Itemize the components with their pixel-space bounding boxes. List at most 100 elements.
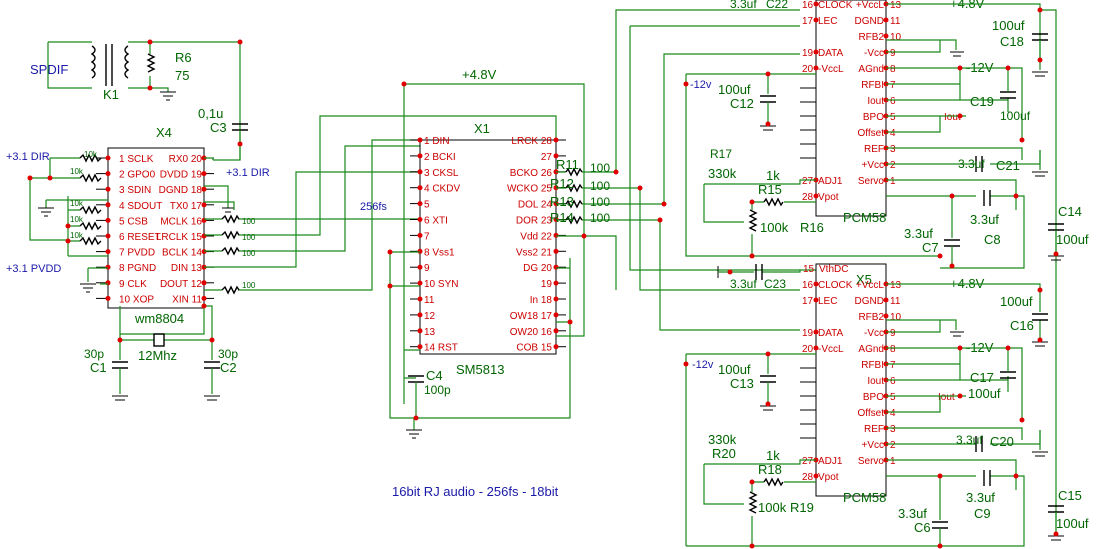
x1-pin-dot [417, 328, 423, 334]
x4-pin-dot [105, 295, 111, 301]
pcm-pin-right-label: AGnd [858, 344, 884, 355]
spdif-input: SPDIF K1 R6 75 [30, 41, 241, 160]
c18-ref: C18 [1000, 34, 1024, 49]
r6-ref: R6 [175, 50, 192, 65]
pcm-pin-right-num: 2 [890, 160, 896, 171]
x4-pin-right-label: DGND 18 [159, 185, 203, 196]
x1-pin-right-label: In 18 [530, 295, 553, 306]
x4-pin-right-label: MCLK 16 [160, 216, 202, 227]
x1-pin-dot [553, 280, 559, 286]
x1-pin-right-label: Vdd 22 [520, 231, 552, 242]
x1-pin-left-label: 5 [424, 200, 430, 211]
c23-value: 3.3uf [730, 277, 757, 291]
pcm-pin-dot [883, 297, 889, 303]
svg-text:100: 100 [590, 195, 610, 209]
svg-text:10k: 10k [70, 215, 84, 224]
pcm-pin-right-num: 5 [890, 112, 896, 123]
c23-ref: C23 [764, 277, 786, 291]
x1-pin-dot [553, 328, 559, 334]
x1-pin-dot [553, 312, 559, 318]
p31-dir-right: +3.1 DIR [226, 167, 270, 179]
m12-left-top: -12v [690, 79, 712, 91]
c6-ref: C6 [914, 520, 931, 535]
pcm-pin-left-num: 28 [802, 192, 814, 203]
pcm-pin-dot [813, 193, 819, 199]
p31-pvdd: +3.1 PVDD [6, 263, 61, 275]
pcm-pin-dot [813, 281, 819, 287]
x1-supply: +4.8V [462, 67, 497, 82]
pcm-pin-right-label: +Vcc [861, 440, 884, 451]
c13-value: 100uf [718, 362, 751, 377]
x4-pin-dot [105, 217, 111, 223]
pcm-pin-dot [883, 17, 889, 23]
pcm-pin-left-num: 28 [802, 472, 814, 483]
pcm-pin-right-num: 11 [890, 296, 901, 307]
pcm-pin-right-label: Iout [867, 376, 884, 387]
r18-ref: R18 [758, 462, 782, 477]
c4-ref: C4 [426, 368, 443, 383]
x4-pin-right-label: DVDD 19 [160, 170, 203, 181]
iout-bot: Iout [938, 392, 955, 403]
svg-text:100: 100 [590, 211, 610, 225]
r18-value: 1k [766, 448, 780, 463]
pcm58-bottom-name: PCM58 [843, 490, 886, 505]
x1-pin-right-label: OW20 16 [510, 327, 553, 338]
pcm-pin-dot [813, 17, 819, 23]
r15-value: 1k [766, 168, 780, 183]
pcm-pin-right-num: 13 [890, 0, 902, 11]
pcm-pin-left-label: LEC [818, 16, 837, 27]
k1-ref: K1 [103, 87, 119, 102]
pcm-pin-right-num: 3 [890, 144, 896, 155]
c20-value: 3.3uf [956, 433, 983, 447]
x4-pin-dot [105, 186, 111, 192]
pcm-pin-left-num: 19 [802, 48, 814, 59]
pcm-pin-left-num: 20 [802, 64, 814, 75]
pcm-pin-right-num: 7 [890, 80, 896, 91]
svg-text:100: 100 [242, 249, 256, 258]
x4-pin-left-label: 4 SDOUT [119, 201, 162, 212]
x4-pin-dot [105, 249, 111, 255]
pcm58-top-name: PCM58 [843, 210, 886, 225]
x4-left-nets: +3.1 DIR +3.1 DIR +3.1 PVDD 10k 10k 10k … [6, 115, 557, 340]
x1-pin-left-label: 12 [424, 311, 436, 322]
iout-top: Iout [944, 112, 961, 123]
pcm-pin-right-label: Iout [867, 96, 884, 107]
x1-pin-dot [417, 280, 423, 286]
pcm-pin-left-num: 27 [802, 456, 814, 467]
svg-text:100: 100 [242, 217, 256, 226]
c9-value: 3.3uf [966, 490, 995, 505]
pcm-pin-right-num: 4 [890, 128, 896, 139]
x1-pin-dot [553, 153, 559, 159]
pcm-pin-right-num: 11 [890, 16, 901, 27]
pcm-pin-left-num: 17 [802, 296, 814, 307]
pcm-pin-right-label: RFB2 [858, 32, 884, 43]
p31-dir-left: +3.1 DIR [6, 151, 50, 163]
x1-pin-right-label: DOL 24 [518, 200, 553, 211]
pcm-pin-dot [813, 329, 819, 335]
x1-pin-dot [553, 264, 559, 270]
x1-pin-dot [417, 137, 423, 143]
pcm-pin-right-num: 1 [890, 176, 896, 187]
crystal-12mhz: 12Mhz 30p C1 30p C2 [84, 333, 238, 401]
x1-pin-left-label: 9 [424, 263, 430, 274]
x4-pin-left-label: 7 PVDD [119, 248, 155, 259]
c2-value: 30p [218, 347, 238, 361]
c18-value: 100uf [992, 18, 1025, 33]
x1-pin-dot [417, 264, 423, 270]
pcm-pin-right-num: 2 [890, 440, 896, 451]
x4-pin-left-label: 6 RESET [119, 232, 161, 243]
pcm-pin-right-label: Offset [858, 128, 885, 139]
pcm-pin-dot [883, 313, 889, 319]
x4-pin-left-label: 1 SCLK [119, 154, 154, 165]
c8-value: 3.3uf [970, 212, 999, 227]
x4-pin-right-label: DIN 13 [171, 263, 203, 274]
c21-ref: C21 [996, 158, 1020, 173]
x1-pin-dot [417, 344, 423, 350]
schematic-title: 16bit RJ audio - 256fs - 18bit [392, 484, 559, 499]
x1-pin-left-label: 3 CKSL [424, 168, 459, 179]
pcm-pin-right-num: 1 [890, 456, 896, 467]
x1-pin-left-label: 8 Vss1 [424, 247, 455, 258]
x1-pin-left-label: 1 DIN [424, 136, 450, 147]
